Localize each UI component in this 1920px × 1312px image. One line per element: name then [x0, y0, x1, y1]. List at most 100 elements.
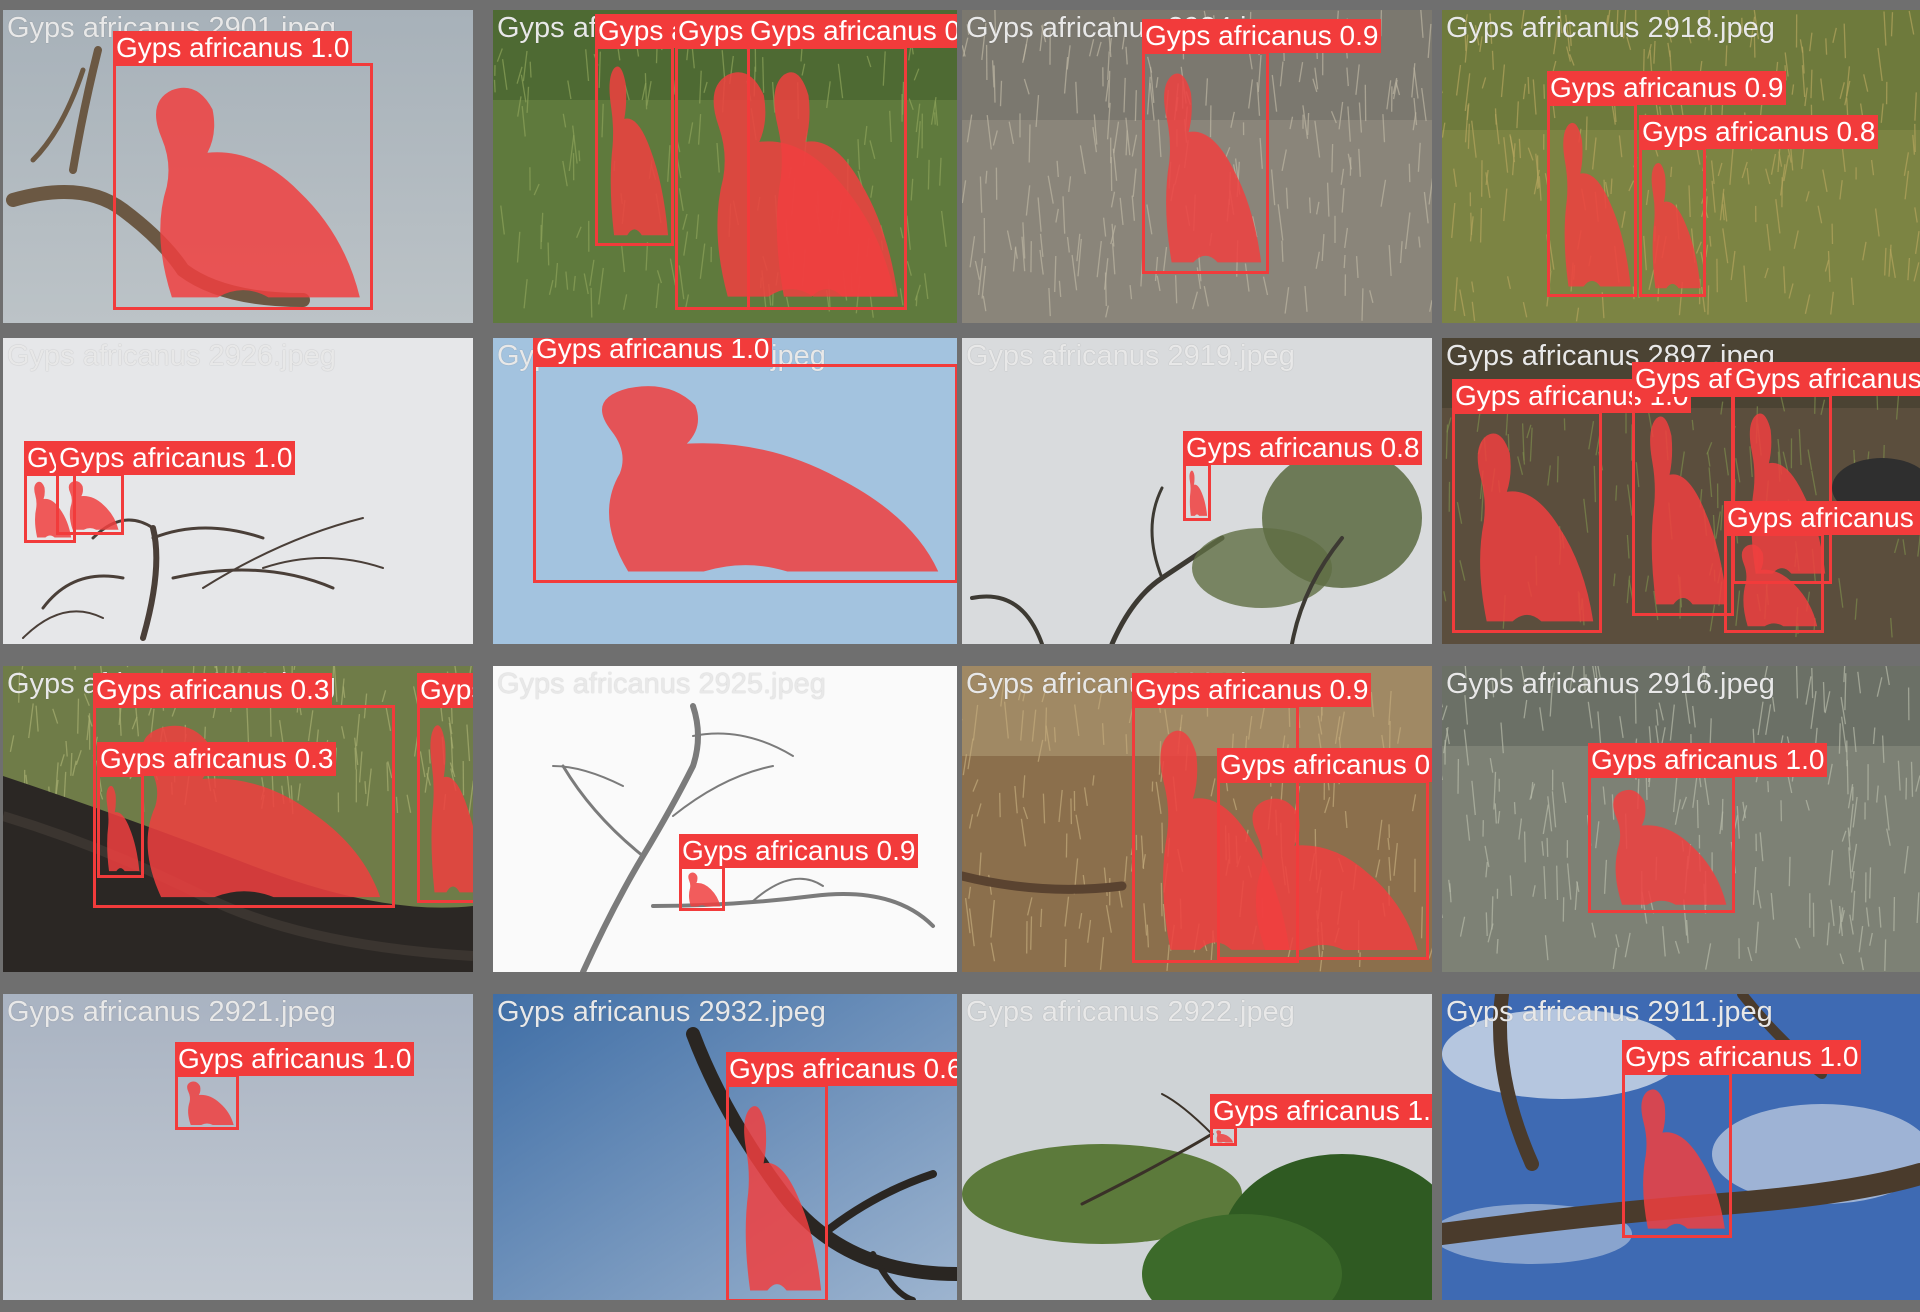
detection-label: Gyps africanus 0.9	[1132, 673, 1372, 707]
segmentation-mask	[1591, 778, 1732, 910]
segmentation-mask	[1550, 106, 1634, 294]
image-tile: Gyps africanus 2933.jpeg Gyps africanus …	[3, 666, 473, 972]
segmentation-mask	[116, 66, 370, 307]
detection-box: Gyps africanus 1.0	[1732, 362, 1920, 584]
segmentation-mask	[59, 476, 121, 532]
segmentation-mask	[750, 49, 904, 307]
detection-box: Gyps africanus 1.0	[175, 1042, 415, 1130]
detection-label: Gyps africanus 0.9	[1142, 19, 1382, 53]
segmentation-mask	[178, 1077, 236, 1127]
segmentation-mask	[598, 49, 671, 243]
image-filename: Gyps africanus 2925.jpeg	[497, 668, 826, 700]
detection-label: Gyps africanus 1.0	[533, 338, 773, 366]
image-filename: Gyps africanus 2916.jpeg	[1446, 668, 1775, 700]
detection-label: Gyps africanus 0.6	[726, 1052, 957, 1086]
image-filename: Gyps africanus 2921.jpeg	[7, 996, 336, 1028]
segmentation-mask	[1145, 54, 1266, 271]
detection-label: Gyps africanus 0.8	[1183, 431, 1423, 465]
image-tile: Gyps africanus 2932.jpeg Gyps africanus …	[493, 994, 957, 1300]
detection-box: Gyps africanus 0.9	[1547, 71, 1787, 297]
detection-label: Gyps africanus 1.0	[56, 441, 296, 475]
image-tile: Gyps africanus 2921.jpeg Gyps africanus …	[3, 994, 473, 1300]
segmentation-mask	[1642, 150, 1703, 294]
segmentation-mask	[1455, 414, 1599, 630]
detection-box: Gyps africanus 0.8	[747, 14, 957, 310]
image-tile: Gyps africanus 2925.jpeg Gyps africanus …	[493, 666, 957, 972]
image-filename: Gyps africanus 2919.jpeg	[966, 340, 1295, 372]
image-tile: Gyps africanus 2922.jpeg Gyps africanus …	[962, 994, 1432, 1300]
image-tile: Gyps africanus 2901.jpeg Gyps africanus …	[3, 10, 473, 323]
detection-box: Gyps africanus 0.9	[679, 834, 919, 911]
segmentation-mask	[536, 367, 955, 580]
detection-box: Gyps africanus 0.3	[93, 673, 395, 908]
segmentation-mask	[729, 1087, 825, 1299]
detection-box: Gyps africanus 0.8	[595, 14, 835, 246]
detection-label: Gyps africanus 0.8	[1639, 115, 1879, 149]
detection-box: Gyps africanus 1.0	[56, 441, 296, 535]
detection-box: Gyps africanus 1.0	[533, 338, 957, 583]
image-tile: Gyps africanus 2897.jpeg Gyps africanus …	[1442, 338, 1920, 644]
image-tile: Gyps africanus 2916.jpeg Gyps africanus …	[1442, 666, 1920, 972]
detection-label: Gyps africanus 0.9	[679, 834, 919, 868]
detection-label: Gyps africanus 0.9	[1547, 71, 1787, 105]
segmentation-mask	[1727, 536, 1821, 630]
detection-box: Gyps africanus 1.0	[1632, 362, 1872, 616]
detection-label: Gyps africanus 1.0	[1588, 743, 1828, 777]
image-tile: Gyps africanus 2929.jpeg Gyps africanus …	[493, 10, 957, 323]
detection-label: Gyps africanus 0.9	[1217, 748, 1432, 782]
segmentation-mask	[1186, 466, 1208, 518]
detection-box: Gyps africanus 1.0	[1588, 743, 1828, 913]
image-tile: Gyps africanus 2919.jpeg Gyps africanus …	[962, 338, 1432, 644]
image-tile: Gyps africanus 2930.jpeg Gyps africanus …	[493, 338, 957, 644]
image-filename: Gyps africanus 2932.jpeg	[497, 996, 826, 1028]
detection-label: Gyps africanus 0.3	[97, 742, 337, 776]
detection-label: Gyps africanus 1.0	[1724, 501, 1920, 535]
detection-label: Gyps africanus 1.0	[175, 1042, 415, 1076]
detection-label: Gyps africanus 1.0	[1210, 1094, 1432, 1128]
detection-box: Gyps africanus 1.0	[1724, 501, 1920, 633]
photo	[1442, 994, 1920, 1300]
detection-label: Gyps africanus 1.0	[1732, 362, 1920, 396]
detection-box: Gyps africanus 0.8	[417, 673, 473, 903]
detection-box: Gyps africanus 0.3	[97, 742, 337, 878]
detection-label: Gyps africanus 0.3	[93, 673, 333, 707]
detection-box: Gyps africanus 1.0	[1452, 379, 1692, 633]
detection-box: Gyps africanus 0.9	[1217, 748, 1432, 960]
photo	[1442, 10, 1920, 323]
segmentation-mask	[682, 869, 722, 908]
photo	[493, 666, 957, 972]
segmentation-mask	[27, 476, 73, 540]
detection-box: Gyps africanus 0.8	[1639, 115, 1879, 297]
detection-label: Gyps africanus 0.8	[747, 14, 957, 48]
detection-box: Gyps africanus 1.0	[1622, 1040, 1862, 1238]
detection-box: Gyps africanus 0.8	[1183, 431, 1423, 521]
segmentation-mask	[420, 708, 473, 900]
segmentation-mask	[1213, 1129, 1234, 1143]
segmentation-mask	[1220, 783, 1426, 957]
image-filename: Gyps africanus 2918.jpeg	[1446, 12, 1775, 44]
detection-label: Gyps africanus 0.8	[417, 673, 473, 707]
detection-label: Gyps africanus 1.0	[113, 31, 353, 65]
image-filename: Gyps africanus 2922.jpeg	[966, 996, 1295, 1028]
photo	[3, 994, 473, 1300]
image-tile: Gyps africanus 2911.jpeg Gyps africanus …	[1442, 994, 1920, 1300]
segmentation-mask	[1625, 1075, 1729, 1235]
detection-box: Gyps africanus 1.0	[113, 31, 373, 310]
image-tile: Gyps africanus 2934.jpeg Gyps africanus …	[962, 10, 1432, 323]
image-filename: Gyps africanus 2926.jpeg	[7, 340, 336, 372]
segmentation-mask	[1635, 397, 1731, 613]
image-filename: Gyps africanus 2911.jpeg	[1446, 996, 1773, 1028]
photo	[962, 994, 1432, 1300]
segmentation-mask	[100, 777, 141, 875]
detection-box: Gyps africanus 0.9	[1142, 19, 1382, 274]
detection-label: Gyps africanus 1.0	[1622, 1040, 1862, 1074]
detection-box: Gyps africanus 0.9	[1132, 673, 1372, 963]
image-tile: Gyps africanus 2931.jpeg Gyps africanus …	[962, 666, 1432, 972]
photo	[493, 994, 957, 1300]
detection-box: Gyps africanus 1.0	[1210, 1094, 1432, 1146]
image-tile: Gyps africanus 2918.jpeg Gyps africanus …	[1442, 10, 1920, 323]
photo	[962, 338, 1432, 644]
image-tile: Gyps africanus 2926.jpeg Gyps africanus …	[3, 338, 473, 644]
detection-box: Gyps africanus 0.6	[726, 1052, 957, 1300]
